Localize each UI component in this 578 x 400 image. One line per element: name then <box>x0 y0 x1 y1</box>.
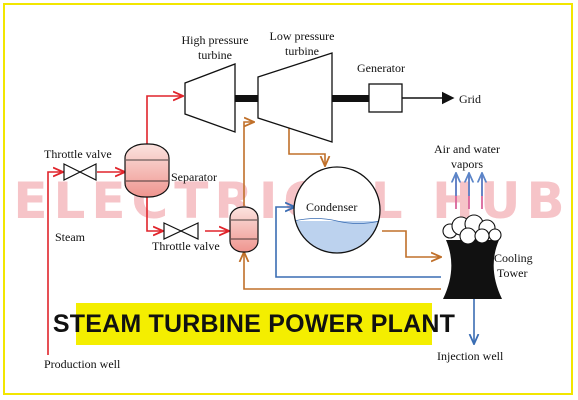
injection-well-label: Injection well <box>437 349 504 363</box>
title-banner: STEAM TURBINE POWER PLANT <box>53 303 455 345</box>
steam-lines <box>47 96 228 355</box>
high-pressure-turbine <box>184 63 236 133</box>
condensate-lines <box>243 121 441 290</box>
production-well-label: Production well <box>44 357 121 371</box>
air-water-label-1: Air and water <box>434 142 500 156</box>
separator-to-hp-turbine-line <box>146 96 182 146</box>
condenser-to-cooling-tower-line <box>382 230 440 257</box>
flash-vessel <box>229 206 259 253</box>
flash-to-lp-turbine-line <box>243 122 253 206</box>
generator <box>368 83 403 113</box>
condenser-label: Condenser <box>306 200 357 214</box>
title-banner-text: STEAM TURBINE POWER PLANT <box>52 309 456 338</box>
labels: High pressure turbine Low pressure turbi… <box>44 29 533 371</box>
throttle-valve-1-label: Throttle valve <box>44 147 112 161</box>
lp-turbine-label-2: turbine <box>285 44 319 58</box>
production-well-steam-line <box>47 172 62 355</box>
generator-shaft <box>332 95 369 102</box>
cooling-lines <box>275 207 474 343</box>
throttle-valve-2 <box>163 222 199 240</box>
separator-to-throttle2-line <box>146 196 162 231</box>
grid-label: Grid <box>459 92 481 106</box>
cooling-tower-label-1: Cooling <box>494 251 533 265</box>
throttle-valve-2-label: Throttle valve <box>152 239 220 253</box>
low-pressure-turbine <box>257 52 333 143</box>
generator-label: Generator <box>357 61 405 75</box>
air-water-label-2: vapors <box>451 157 483 171</box>
lp-turbine-to-condenser-line <box>288 121 325 165</box>
throttle-valve-1 <box>63 163 97 181</box>
hp-turbine-label-2: turbine <box>198 48 232 62</box>
separator-vessel <box>124 143 170 198</box>
cooling-tower-to-condenser-line <box>275 207 441 278</box>
turbine-shaft <box>235 95 259 102</box>
separator-label: Separator <box>171 170 217 184</box>
cooling-tower-label-2: Tower <box>497 266 527 280</box>
cooling-tower-return-line <box>244 253 441 290</box>
steam-label: Steam <box>55 230 86 244</box>
hp-turbine-label-1: High pressure <box>182 33 249 47</box>
vapor-arrows <box>456 174 482 209</box>
cooling-tower <box>442 214 502 299</box>
lp-turbine-label-1: Low pressure <box>270 29 335 43</box>
